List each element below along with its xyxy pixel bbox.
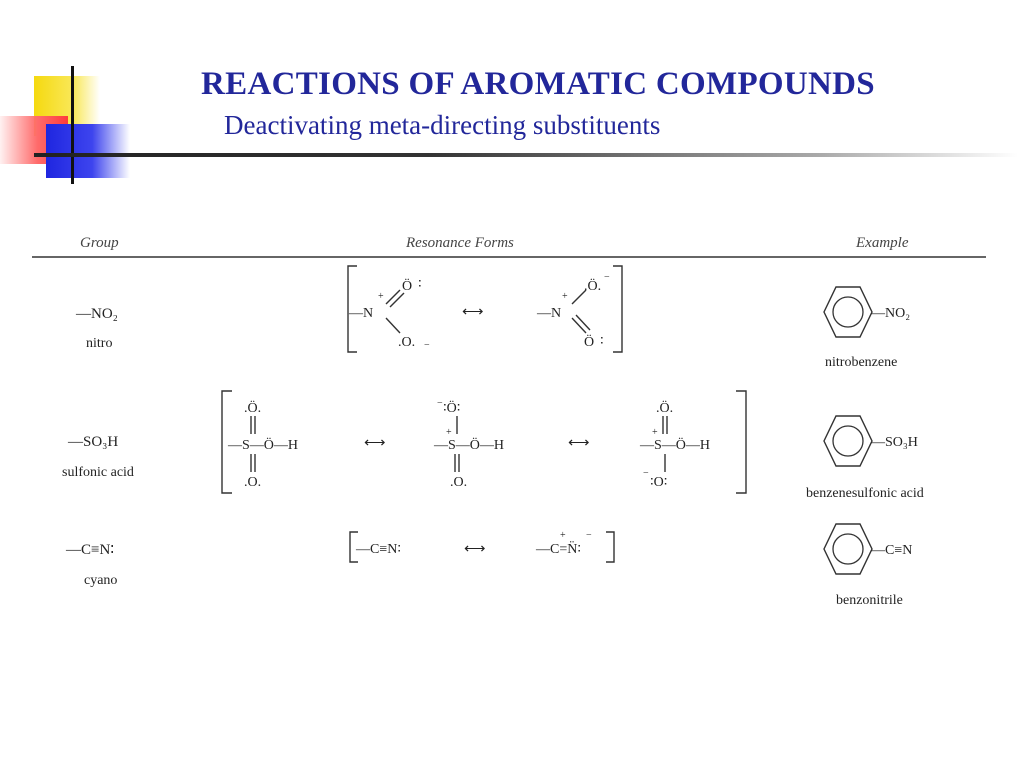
decor-vertical-line [71, 66, 74, 184]
decor-blue-square [46, 124, 130, 178]
svg-text:−: − [437, 398, 443, 409]
group-name-sulfonic: sulfonic acid [62, 465, 134, 480]
svg-text:+: + [446, 427, 452, 438]
svg-text:−: − [604, 272, 610, 283]
benzene-ring [823, 286, 873, 338]
bracket-right [613, 265, 623, 353]
benzene-ring [823, 415, 873, 467]
svg-text:—S—Ö—H: —S—Ö—H [227, 436, 298, 453]
group-formula-cyano: —C≡N∶ [65, 542, 114, 558]
row-cyano: —C≡N∶ cyano —C≡N∶ ⟷ + − —C=N̈∶ —C≡N benz… [65, 523, 912, 608]
svg-text:⟷: ⟷ [364, 435, 386, 451]
example-substituent-sulfonic: —SO₃H [870, 435, 918, 450]
resonance-forms-sulfonic: .Ö. —S—Ö—H .O. ⟷ − ∶Ö∶ + —S—Ö—H .O. ⟷ .Ö… [221, 390, 747, 494]
svg-text:.Ö.: .Ö. [584, 277, 601, 294]
svg-text:—S—Ö—H: —S—Ö—H [639, 436, 710, 453]
svg-text:⟷: ⟷ [464, 541, 486, 557]
svg-text:∶: ∶ [600, 334, 604, 349]
svg-text:∶: ∶ [418, 277, 422, 292]
svg-text:.Ö.: .Ö. [244, 399, 261, 416]
svg-text:−: − [424, 340, 430, 351]
group-name-nitro: nitro [86, 336, 112, 351]
svg-text:⟷: ⟷ [568, 435, 590, 451]
svg-text:—C=N̈∶: —C=N̈∶ [535, 540, 581, 557]
svg-text:.Ö.: .Ö. [656, 399, 673, 416]
benzene-ring [823, 523, 873, 575]
resonance-forms-cyano: —C≡N∶ ⟷ + − —C=N̈∶ [349, 530, 615, 563]
row-nitro: —NO₂ nitro —N + Ö ∶ .O. − ⟷ —N + .Ö. − Ö [75, 265, 910, 370]
svg-text:—C≡N∶: —C≡N∶ [355, 542, 401, 557]
bracket-left [349, 531, 358, 563]
header-resonance-forms: Resonance Forms [405, 235, 514, 251]
bracket-left [221, 390, 232, 494]
svg-text:.O.: .O. [244, 475, 261, 490]
slide-subtitle: Deactivating meta-directing substituents [224, 110, 661, 140]
svg-text:+: + [560, 530, 566, 541]
svg-text:—N: —N [536, 306, 561, 321]
example-name-nitro: nitrobenzene [825, 355, 897, 370]
example-substituent-cyano: —C≡N [870, 543, 912, 558]
svg-text:−: − [586, 530, 592, 541]
bracket-left [347, 265, 357, 353]
example-nitrobenzene: —NO₂ nitrobenzene [823, 286, 910, 370]
row-sulfonic-acid: —SO₃H sulfonic acid .Ö. —S—Ö—H .O. ⟷ − ∶… [62, 390, 924, 501]
svg-text:—N: —N [348, 306, 373, 321]
example-benzenesulfonic-acid: —SO₃H benzenesulfonic acid [806, 415, 924, 501]
bracket-right [606, 531, 615, 563]
group-formula-nitro: —NO₂ [75, 306, 118, 322]
resonance-arrow: ⟷ [462, 304, 484, 320]
resonance-forms-nitro: —N + Ö ∶ .O. − ⟷ —N + .Ö. − Ö ∶ [347, 265, 623, 353]
svg-text:Ö: Ö [402, 277, 412, 294]
svg-text:∶Ö∶: ∶Ö∶ [443, 399, 460, 416]
svg-text:+: + [378, 291, 384, 302]
svg-text:+: + [652, 427, 658, 438]
example-name-sulfonic: benzenesulfonic acid [806, 486, 924, 501]
decor-horizontal-rule [34, 153, 1018, 157]
svg-text:∶O∶: ∶O∶ [650, 475, 667, 490]
example-substituent-nitro: —NO₂ [870, 306, 910, 321]
svg-text:−: − [643, 468, 649, 479]
example-benzonitrile: —C≡N benzonitrile [823, 523, 912, 608]
group-formula-sulfonic: —SO₃H [67, 434, 118, 450]
bracket-right [736, 390, 747, 494]
slide-title: REACTIONS OF AROMATIC COMPOUNDS [201, 66, 875, 102]
svg-text:.O.: .O. [450, 475, 467, 490]
example-name-cyano: benzonitrile [836, 593, 903, 608]
group-name-cyano: cyano [84, 573, 117, 588]
svg-text:Ö: Ö [584, 333, 594, 350]
svg-text:+: + [562, 291, 568, 302]
header-example: Example [855, 235, 909, 251]
svg-text:—S—Ö—H: —S—Ö—H [433, 436, 504, 453]
header-group: Group [80, 235, 119, 251]
svg-text:.O.: .O. [398, 335, 415, 350]
